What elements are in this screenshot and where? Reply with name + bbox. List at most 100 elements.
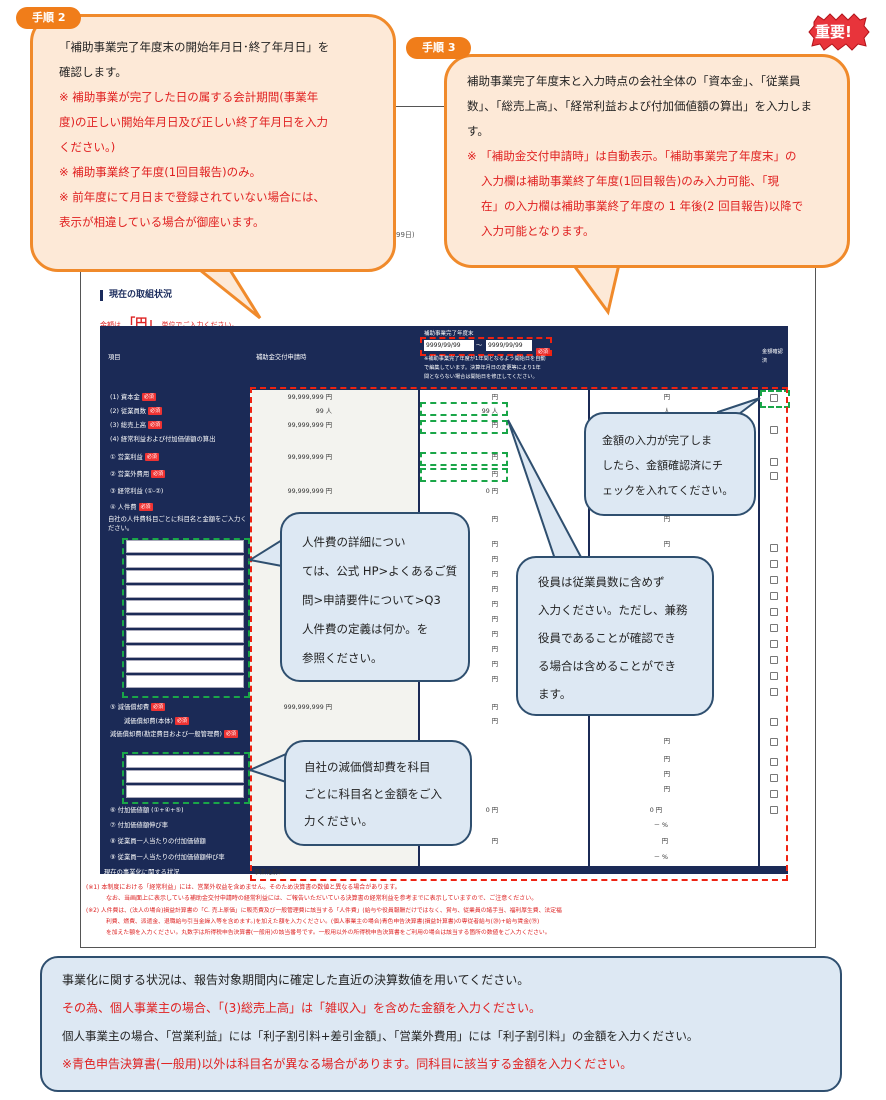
labor-item-name-input[interactable] (126, 675, 244, 688)
depr-grant: 999,999,999 円 (283, 704, 332, 711)
depr-item-cur-yen: 円 (663, 786, 670, 793)
sales-end[interactable]: 円 (491, 422, 498, 429)
depr-sub1-label: 減価償却費(本体)必須 (124, 717, 190, 725)
callout-check-line2: したら、金額確認済にチ (602, 459, 723, 472)
step2-line7: ※ 前年度にて月日まで登録されていない場合には、 (59, 190, 325, 204)
amount-confirmed-checkbox[interactable] (770, 608, 778, 616)
labor-item-name-input[interactable] (126, 615, 244, 628)
labor-item-name-input[interactable] (126, 585, 244, 598)
labor-item-name-input[interactable] (126, 600, 244, 613)
employees-current[interactable]: 人 (592, 406, 670, 415)
employees-end[interactable]: 99 人 (481, 408, 498, 415)
step3-tag: 手順 3 (406, 37, 472, 59)
depr-item-name-input[interactable] (126, 785, 244, 798)
amount-confirmed-checkbox[interactable] (770, 640, 778, 648)
amount-confirmed-checkbox[interactable] (770, 544, 778, 552)
amount-confirmed-checkbox[interactable] (770, 624, 778, 632)
amount-confirmed-checkbox[interactable] (770, 560, 778, 568)
labor-item-end-yen: 円 (491, 556, 498, 563)
row-ordinary-profit-label: ③ 経常利益 (①-②) (110, 488, 164, 495)
callout-staff-line2: 入力ください。ただし、兼務 (538, 603, 688, 617)
depr-item-name-input[interactable] (126, 755, 244, 768)
header-end-note3: 間とならない場合は開始日を修正してください。 (424, 374, 538, 380)
amount-confirmed-checkbox[interactable] (770, 790, 778, 798)
sales-grant: 99,999,999 円 (287, 422, 332, 429)
depr-item-name-input[interactable] (126, 770, 244, 783)
date-to-input[interactable]: 9999/99/99 (486, 340, 532, 351)
labor-item-name-input[interactable] (126, 570, 244, 583)
capital-end[interactable]: 円 (491, 394, 498, 401)
growth-cur: － % (653, 822, 668, 829)
callout-labor-line4: 人件費の定義は何か。を (302, 622, 429, 636)
step3-line7: 入力可能となります。 (481, 224, 595, 238)
ordprofit-grant: 99,999,999 円 (287, 488, 332, 495)
amount-confirmed-checkbox[interactable] (770, 758, 778, 766)
header-grant: 補助金交付申請時 (256, 354, 307, 361)
amount-confirmed-checkbox[interactable] (770, 656, 778, 664)
callout-staff-line4: る場合は含めることができ (538, 659, 676, 673)
callout-labor-line5: 参照ください。 (302, 651, 383, 665)
header-end-note1: ※補助事業完了年度が1年間となるよう開始日を自動 (424, 356, 546, 362)
labor-note: 自社の人件費科目ごとに科目名と金額をご入力ください。 (108, 516, 247, 532)
labor-item-name-input[interactable] (126, 630, 244, 643)
callout-labor-line3: 問>申請要件について>Q3 (302, 593, 441, 607)
amount-confirmed-checkbox[interactable] (770, 394, 778, 402)
amount-confirmed-checkbox[interactable] (770, 738, 778, 746)
amount-confirmed-checkbox[interactable] (770, 592, 778, 600)
footnote-1: (※1) 本制度における「経常利益」には、営業外収益を含めません。そのため決算書… (86, 884, 401, 891)
step2-line8: 表示が相違している場合が御座います。 (59, 215, 265, 229)
labor-items-highlight (122, 538, 250, 698)
nonop-end[interactable]: 円 (491, 471, 498, 478)
header-end-note2: で編集しています。決算年月日の変更等により1年 (424, 365, 541, 371)
opprofit-grant: 99,999,999 円 (287, 454, 332, 461)
amount-confirmed-checkbox[interactable] (770, 576, 778, 584)
nonop-end-highlight (420, 468, 508, 482)
input-area-highlight (250, 387, 788, 881)
amount-confirmed-checkbox[interactable] (770, 426, 778, 434)
capital-current[interactable]: 円 (663, 394, 670, 401)
labor-item-name-input[interactable] (126, 555, 244, 568)
amount-confirmed-checkbox[interactable] (770, 806, 778, 814)
amount-confirmed-checkbox[interactable] (770, 774, 778, 782)
bottom-note: 事業化に関する状況は、報告対象期間内に確定した直近の決算数値を用いてください。 … (40, 956, 842, 1092)
callout-labor: 人件費の詳細につい ては、公式 HP>よくあるご質 問>申請要件について>Q3 … (280, 512, 470, 682)
amount-confirmed-checkbox[interactable] (770, 718, 778, 726)
amount-confirmed-checkbox[interactable] (770, 672, 778, 680)
ordprofit-end: 0 円 (485, 488, 498, 495)
opprofit-end[interactable]: 円 (491, 454, 498, 461)
step2-line4: 度)の正しい開始年月日及び正しい終了年月日を入力 (59, 115, 328, 129)
callout-depr-line2: ごとに科目名と金額をご入 (304, 787, 442, 801)
added-label: ⑥ 付加価値額 (①+④+⑤) (110, 807, 184, 814)
date-required-badge: 必須 (536, 347, 551, 356)
bottom-line4: ※青色申告決算書(一般用)以外は科目名が異なる場合があります。同科目に該当する金… (62, 1057, 633, 1071)
bottom-line2: その為、個人事業主の場合、「(3)総売上高」は「雑収入」を含めた金額を入力くださ… (62, 1001, 542, 1015)
row-nonop-expense-label: ② 営業外費用必須 (110, 470, 166, 478)
labor-item-name-input[interactable] (126, 645, 244, 658)
header-item: 項目 (108, 354, 121, 361)
step3-line1: 補助事業完了年度末と入力時点の会社全体の「資本金」、「従業員 (467, 74, 801, 88)
callout-depr: 自社の減価償却費を科目 ごとに科目名と金額をご入 力ください。 (284, 740, 472, 846)
amount-confirmed-checkbox[interactable] (770, 458, 778, 466)
check-highlight (760, 390, 790, 408)
date-from-input[interactable]: 9999/99/99 (424, 340, 474, 351)
amount-confirmed-checkbox[interactable] (770, 472, 778, 480)
callout-staff-line3: 役員であることが確認でき (538, 631, 676, 645)
per-growth-cur: － % (653, 854, 668, 861)
callout-check-line1: 金額の入力が完了しま (602, 434, 712, 447)
depr-sub1-yen: 円 (491, 718, 498, 725)
labor-item-cur-yen: 円 (663, 541, 670, 548)
bottom-line3: 個人事業主の場合、「営業利益」には「利子割引料+差引金額」、「営業外費用」には「… (62, 1029, 699, 1043)
callout-check: 金額の入力が完了しま したら、金額確認済にチ ェックを入れてください。 (584, 412, 756, 516)
step2-line6: ※ 補助事業終了年度(1回目報告)のみ。 (59, 165, 262, 179)
capital-grant: 99,999,999 円 (287, 394, 332, 401)
labor-item-name-input[interactable] (126, 540, 244, 553)
callout-staff-line1: 役員は従業員数に含めず (538, 575, 665, 589)
depr-end-yen: 円 (491, 704, 498, 711)
step2-callout: 「補助事業完了年度末の開始年月日･終了年月日」を 確認します。 ※ 補助事業が完… (30, 14, 396, 272)
date-separator: ～ (476, 342, 483, 349)
labor-item-name-input[interactable] (126, 660, 244, 673)
status-value[interactable]: 事業化前に (254, 869, 285, 876)
amount-confirmed-checkbox[interactable] (770, 688, 778, 696)
capital-end-highlight (420, 402, 508, 416)
